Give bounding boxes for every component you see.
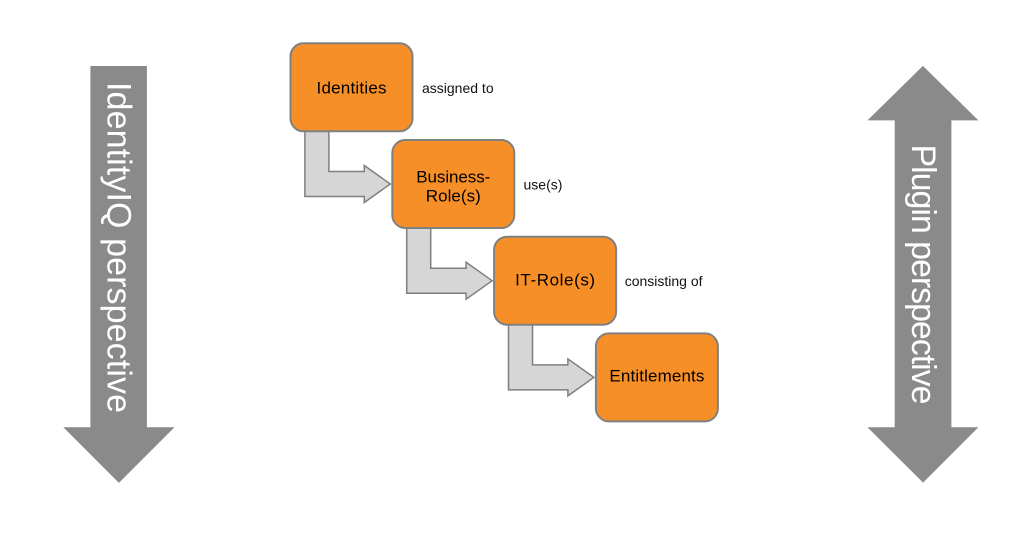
svg-text:assigned to: assigned to [422,80,494,96]
svg-text:Business-: Business- [416,168,490,187]
svg-text:IT-Role(s): IT-Role(s) [515,271,595,290]
svg-text:Role(s): Role(s) [426,186,481,205]
svg-text:Identities: Identities [317,79,387,98]
svg-text:Entitlements: Entitlements [609,367,704,386]
svg-text:Plugin perspective: Plugin perspective [904,145,942,405]
svg-text:IdentityIQ perspective: IdentityIQ perspective [100,82,138,413]
svg-text:consisting of: consisting of [625,273,703,289]
svg-text:use(s): use(s) [524,177,563,193]
